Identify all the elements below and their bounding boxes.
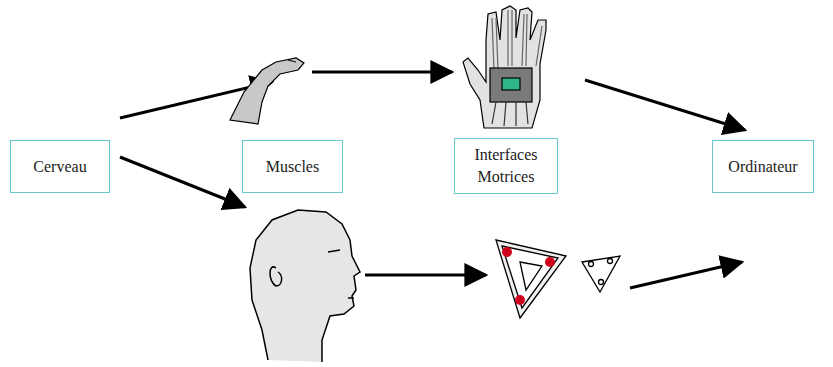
interface-box: Interfaces Motrices <box>454 138 558 194</box>
computer-box: Ordinateur <box>712 140 814 193</box>
node-label: Cerveau <box>33 156 86 178</box>
node-label: Ordinateur <box>728 156 797 178</box>
brain-box: Cerveau <box>10 140 110 193</box>
node-label: Interfaces Motrices <box>455 144 557 188</box>
node-label: Muscles <box>266 156 319 178</box>
muscles-box: Muscles <box>242 140 343 193</box>
